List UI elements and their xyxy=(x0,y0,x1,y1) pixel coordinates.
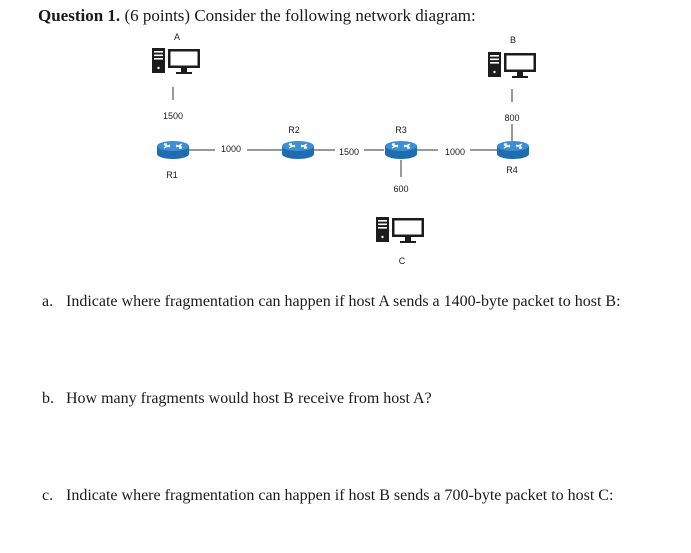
question-part-b: b. How many fragments would host B recei… xyxy=(42,388,657,409)
host-a-label: A xyxy=(174,32,180,42)
host-b: B 800 xyxy=(488,35,536,123)
question-title: Question 1. (6 points) Consider the foll… xyxy=(38,6,476,26)
computer-icon xyxy=(152,48,200,74)
router-r4-label: R4 xyxy=(506,165,518,175)
host-c-link-mtu: 600 xyxy=(393,184,408,194)
router-icon xyxy=(156,140,190,160)
question-part-a: a. Indicate where fragmentation can happ… xyxy=(42,291,657,312)
network-diagram: A 1500 B 800 600 C R1 R2 R3 R4 1000 1500… xyxy=(152,32,536,266)
router-r4: R4 xyxy=(496,140,530,175)
part-c-text: Indicate where fragmentation can happen … xyxy=(66,487,614,504)
router-icon xyxy=(384,140,418,160)
router-r1-label: R1 xyxy=(166,170,178,180)
computer-icon xyxy=(488,52,536,78)
part-a-text: Indicate where fragmentation can happen … xyxy=(66,293,621,310)
question-part-c: c. Indicate where fragmentation can happ… xyxy=(42,485,657,506)
router-icon xyxy=(496,140,530,160)
part-a-label: a. xyxy=(42,293,54,310)
host-c-label: C xyxy=(399,256,406,266)
router-r2-label: R2 xyxy=(288,125,300,135)
router-icon xyxy=(281,140,315,160)
router-r2: R2 xyxy=(281,125,315,160)
part-b-label: b. xyxy=(42,390,54,407)
host-a-link-mtu: 1500 xyxy=(163,111,183,121)
host-a: A 1500 xyxy=(152,32,200,121)
question-text: (6 points) Consider the following networ… xyxy=(124,6,476,25)
link-r3-r4-mtu: 1000 xyxy=(445,147,465,157)
router-r3: R3 xyxy=(384,125,418,160)
question-number: Question 1. xyxy=(38,6,121,25)
link-lines xyxy=(172,87,513,177)
host-b-label: B xyxy=(510,35,516,45)
part-b-text: How many fragments would host B receive … xyxy=(66,390,432,407)
host-c: 600 C xyxy=(376,184,424,266)
computer-icon xyxy=(376,217,424,243)
host-b-link-mtu: 800 xyxy=(504,113,519,123)
router-r3-label: R3 xyxy=(395,125,407,135)
link-r2-r3-mtu: 1500 xyxy=(339,147,359,157)
router-r1: R1 xyxy=(156,140,190,180)
part-c-label: c. xyxy=(42,487,54,504)
link-r1-r2-mtu: 1000 xyxy=(221,144,241,154)
